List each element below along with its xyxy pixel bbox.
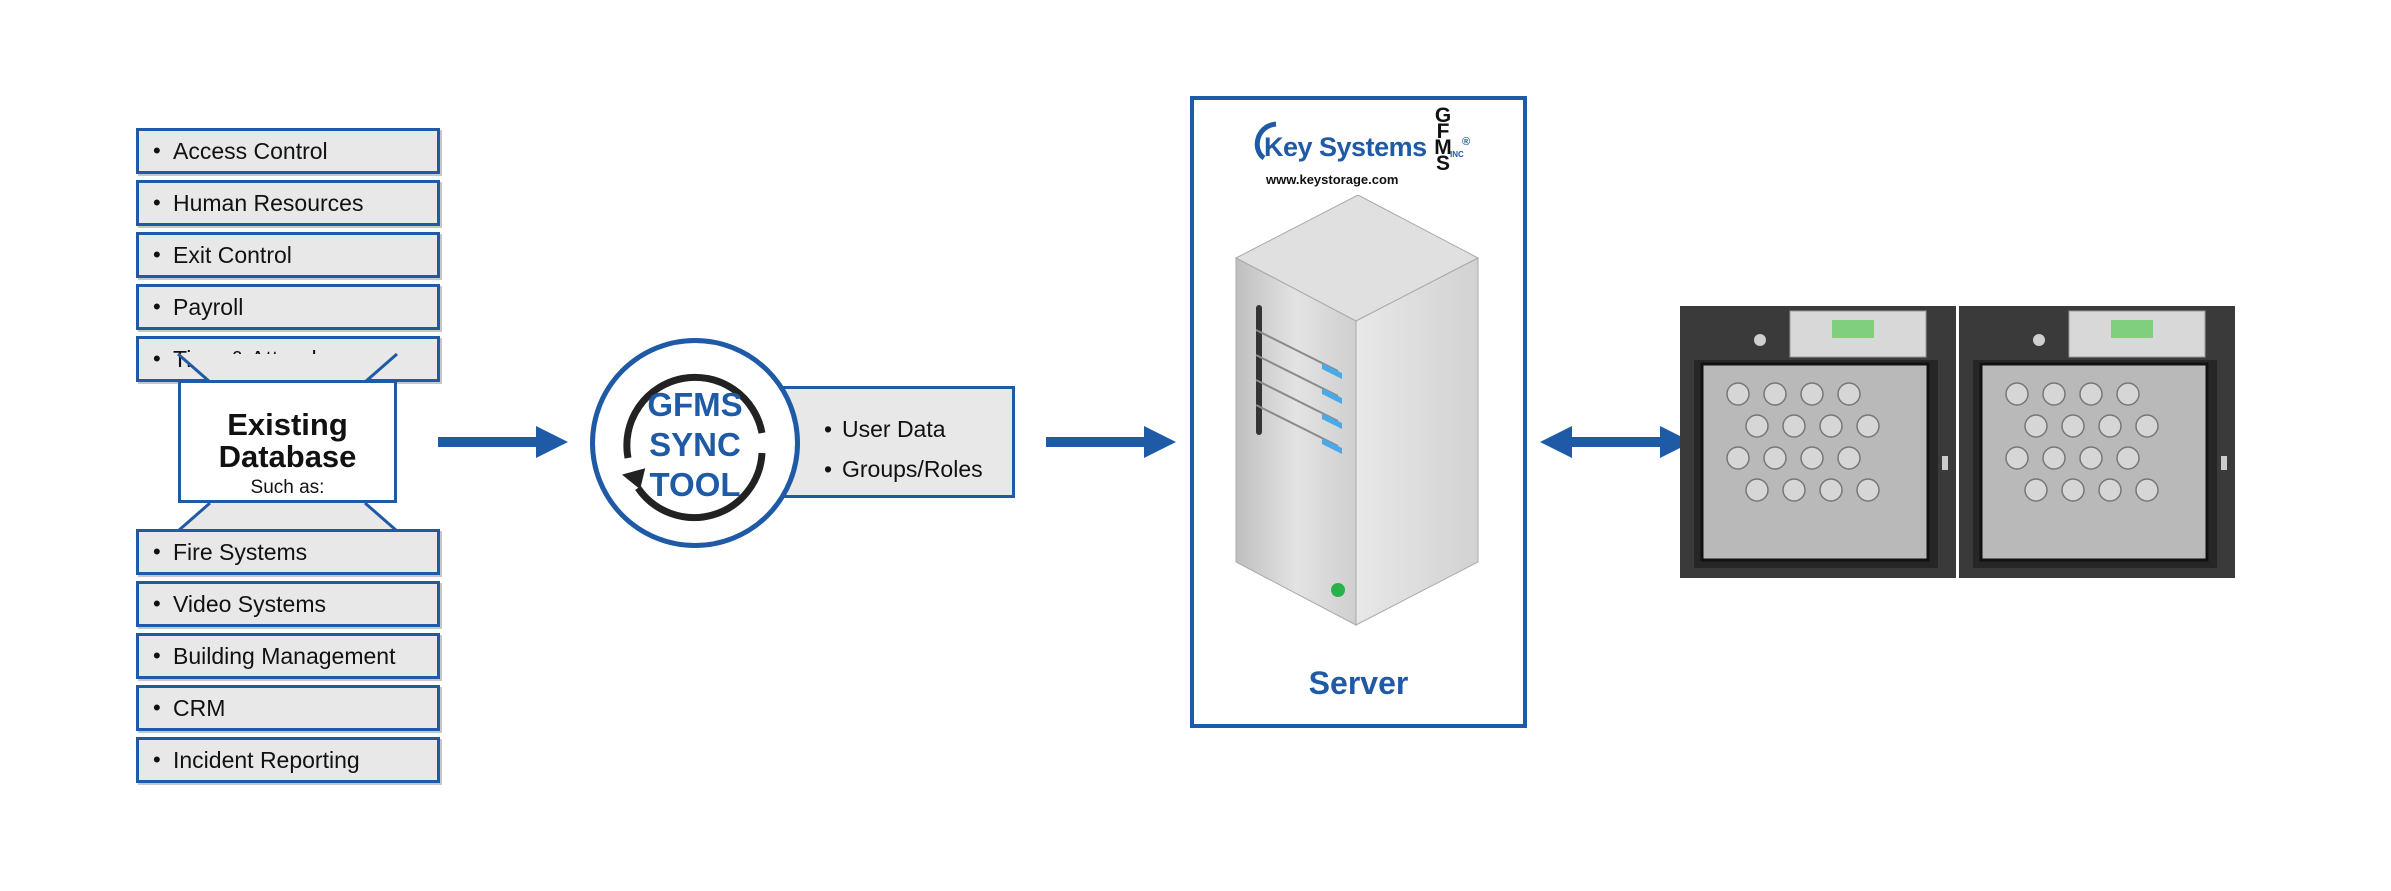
key-cabinet-icon	[1959, 306, 2235, 578]
source-item: •Incident Reporting	[136, 737, 440, 783]
server-label: Server	[1308, 665, 1409, 701]
arrow-server-cabinets-bidirectional	[1540, 426, 1692, 458]
source-item-label: Building Management	[173, 642, 396, 669]
power-led-icon	[1331, 583, 1345, 597]
source-item-label: Human Resources	[173, 189, 364, 216]
source-item: •Exit Control	[136, 232, 440, 278]
logo-inc: INC	[1450, 150, 1464, 159]
source-item-label: Exit Control	[173, 241, 292, 268]
source-item: •Building Management	[136, 633, 440, 679]
source-item-label: Access Control	[173, 137, 328, 164]
logo-vertical: GFMS	[1434, 104, 1452, 175]
source-item-label: CRM	[173, 694, 226, 721]
top-connector	[178, 354, 397, 382]
source-item-label: Payroll	[173, 293, 244, 320]
sync-tool-label: GFMS SYNC TOOL	[647, 386, 743, 503]
arrow-sync-to-server	[1046, 426, 1176, 458]
database-title: Existing Database	[218, 407, 357, 474]
source-item: •Human Resources	[136, 180, 440, 226]
logo-url: www.keystorage.com	[1266, 172, 1399, 187]
logo-brand: Key Systems	[1264, 132, 1427, 162]
key-systems-logo: Key Systems INC ® www.keystorage.com GFM…	[1250, 105, 1490, 192]
existing-database-box: Existing Database Such as:	[178, 380, 397, 503]
logo-registered: ®	[1462, 136, 1471, 148]
source-item: •Video Systems	[136, 581, 440, 627]
source-item: •Access Control	[136, 128, 440, 174]
source-item-label: Fire Systems	[173, 538, 308, 565]
sync-data-item: •Groups/Roles	[824, 455, 983, 482]
sync-data-box: •User Data •Groups/Roles	[781, 386, 1015, 498]
source-list-bottom: •Fire Systems •Video Systems •Building M…	[136, 529, 440, 789]
source-item: •CRM	[136, 685, 440, 731]
server-tower-icon	[1234, 195, 1480, 626]
arrow-database-to-sync	[438, 426, 568, 458]
database-subtitle: Such as:	[250, 477, 325, 498]
bottom-connector	[178, 503, 397, 531]
source-item: •Payroll	[136, 284, 440, 330]
sync-cycle-icon	[621, 373, 766, 522]
logo-swoosh-icon	[1254, 121, 1277, 160]
source-item-label: Incident Reporting	[173, 746, 360, 773]
source-item-label: Video Systems	[173, 590, 326, 617]
sync-data-item: •User Data	[824, 415, 946, 442]
source-item: •Fire Systems	[136, 529, 440, 575]
key-cabinet-icon	[1680, 306, 1956, 578]
